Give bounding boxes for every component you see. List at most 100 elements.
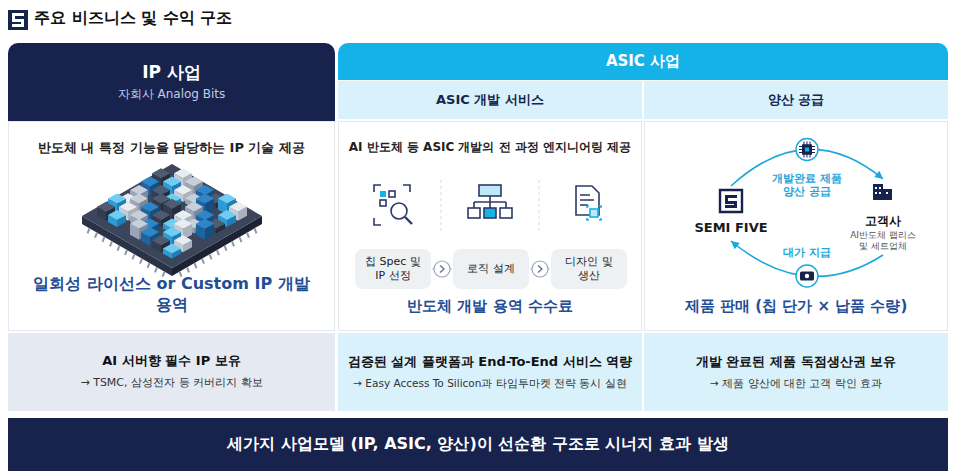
chip-cube — [174, 219, 192, 229]
chip-cube — [152, 235, 170, 245]
chip-cube — [161, 190, 170, 202]
chip-cube — [139, 215, 148, 227]
connector — [731, 241, 883, 287]
step-pill: 로직 설계 — [453, 249, 529, 289]
node-body: AI반도체 팹리스 및 세트업체 — [847, 230, 919, 253]
node-body: 자회사 Analog Bits — [118, 87, 226, 103]
chip-cube — [161, 199, 170, 215]
chip-pin — [140, 259, 142, 264]
chip-cube — [174, 215, 183, 227]
chip-cube — [185, 218, 203, 228]
content-panel: 반도체 내 특정 기능을 담당하는 IP 기술 제공일회성 라이선스 or Cu… — [8, 121, 335, 331]
chip-cube — [119, 193, 137, 203]
chip-cube — [161, 240, 170, 252]
chip-pin — [225, 246, 227, 251]
chip-cube — [108, 215, 117, 227]
chip-icon — [802, 145, 812, 155]
node-heading: SEMI FIVE — [694, 220, 767, 237]
chip-cube — [174, 190, 183, 202]
chip-cube — [152, 168, 170, 178]
chip-cube — [163, 223, 172, 233]
arc-icon-ground — [796, 265, 818, 287]
chip-icon — [802, 145, 812, 155]
chip-cube — [152, 194, 170, 204]
chip-cube — [163, 227, 181, 237]
chip-cube — [163, 244, 181, 254]
logic-icon — [468, 185, 512, 218]
chip-cube — [183, 173, 192, 189]
chip-cube — [130, 219, 148, 229]
chip-cube — [216, 223, 225, 233]
chip-pin — [232, 241, 234, 246]
chip-pin — [180, 272, 182, 277]
chip-cube — [216, 198, 225, 208]
chip-cube — [174, 224, 183, 240]
chip-cube — [174, 185, 192, 195]
feature-box: AI 서버향 필수 IP 보유→ TSMC, 삼성전자 등 커버리지 확보 — [8, 333, 335, 411]
chip-cube — [227, 199, 236, 215]
chip-cube — [194, 207, 203, 221]
summary-band: 세가지 사업모델 (IP, ASIC, 양산)이 선순환 구조로 시너지 효과 … — [8, 418, 948, 471]
node-body: 일회성 라이선스 or Custom IP 개발 용역 — [19, 274, 324, 316]
chip-pin — [125, 250, 127, 255]
spec-icon — [374, 185, 412, 225]
chip-cube — [185, 202, 203, 212]
node-heading: 로직 설계 — [467, 262, 515, 276]
chip-pin — [255, 228, 257, 233]
chip-cube — [130, 190, 139, 202]
chip-cube — [163, 193, 181, 203]
chip-icon-pin — [799, 146, 815, 147]
arrow-head — [874, 171, 883, 179]
chip-pin — [210, 254, 212, 259]
node-heading: IP 사업 — [142, 61, 201, 83]
chip-base — [82, 164, 262, 268]
chip-cube — [139, 224, 148, 240]
chip-cube — [150, 207, 159, 221]
semifive-mark — [720, 190, 742, 212]
chip-cube — [108, 199, 117, 215]
chip-pin — [217, 250, 219, 255]
chip-side — [172, 216, 262, 276]
chip-cube — [130, 224, 139, 240]
edge-label: 개발완료 제품 양산 공급 — [766, 172, 848, 200]
chip-cube — [205, 215, 214, 227]
content-panel: AI 반도체 등 ASIC 개발의 전 과정 엔지니어링 제공반도체 개발 용역… — [338, 121, 642, 331]
node-heading: 검증된 설계 플랫폼과 End-To-End 서비스 역량 — [348, 354, 632, 371]
chip-cube — [141, 202, 159, 212]
chip-cube — [119, 198, 128, 208]
connector-line — [530, 269, 550, 270]
chip-cube — [185, 182, 194, 196]
sub-header: 양산 공급 — [644, 81, 948, 119]
chip-pin — [187, 267, 189, 272]
chip-cube — [141, 207, 150, 221]
chip-cube — [163, 218, 181, 228]
chip-cube — [97, 202, 115, 212]
chip-cube — [185, 177, 203, 187]
design-icon — [576, 186, 601, 220]
chip-cube — [207, 193, 225, 203]
step-pill: 칩 Spec 및 IP 선정 — [355, 249, 431, 289]
chip-cube — [174, 173, 183, 189]
chip-pin — [103, 237, 105, 242]
chip-cube — [218, 199, 227, 215]
chip-cube — [97, 207, 106, 221]
arc-icon-ground — [796, 139, 818, 161]
chip-cube — [207, 223, 216, 233]
chip-cube — [130, 210, 148, 220]
chip-pin — [118, 246, 120, 251]
node-body: → TSMC, 삼성전자 등 커버리지 확보 — [80, 376, 262, 390]
node-body: 반도체 개발 용역 수수료 — [407, 297, 573, 317]
content-panel: 제품 판매 (칩 단가 × 납품 수량)SEMI FIVE고객사AI반도체 팹리… — [644, 121, 948, 331]
chip-cube — [130, 199, 139, 215]
chip-cube — [183, 224, 192, 240]
customer-node: 고객사AI반도체 팹리스 및 세트업체 — [841, 179, 925, 255]
chip-cube — [117, 199, 126, 215]
chip-cube — [218, 210, 236, 220]
node-body: → 제품 양산에 대한 고객 락인 효과 — [710, 377, 882, 391]
chip-pin — [202, 259, 204, 264]
chip-cube — [172, 198, 181, 208]
connector-line — [432, 269, 452, 270]
chip-cube — [238, 207, 247, 221]
chip-cube — [108, 194, 126, 204]
